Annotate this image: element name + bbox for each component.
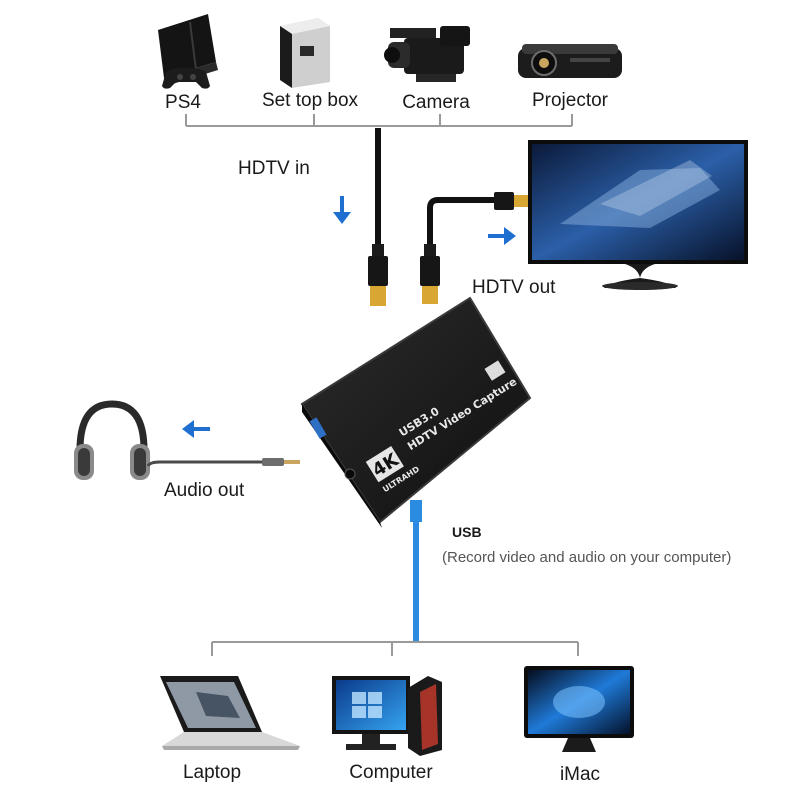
- gamepad-icon: [162, 68, 210, 89]
- hdtv-out-arrow-icon: [488, 227, 516, 245]
- capture-device: 4K ULTRAHD USB3.0 HDTV Video Capture: [300, 296, 532, 528]
- monitor-icon: [528, 140, 748, 290]
- camera-label: Camera: [402, 92, 470, 113]
- imac-label: iMac: [560, 764, 600, 785]
- set-top-box-icon: [280, 18, 330, 88]
- ps4-label: PS4: [165, 92, 201, 113]
- laptop-icon: [160, 676, 300, 750]
- target-bracket-line: [211, 641, 579, 656]
- video-camera-icon: [384, 26, 470, 82]
- imac-icon: [524, 666, 634, 752]
- usb-label: USB: [452, 524, 482, 540]
- projector-icon: [518, 44, 622, 78]
- hdmi-input-cable: [368, 128, 388, 306]
- hdtv-in-arrow-icon: [333, 196, 351, 224]
- headphones-icon: [74, 400, 150, 480]
- set-top-box-label: Set top box: [262, 90, 359, 111]
- usb-note-label: (Record video and audio on your computer…: [442, 549, 731, 566]
- hdmi-output-cable: [420, 192, 528, 304]
- projector-label: Projector: [532, 90, 609, 111]
- audio-out-label: Audio out: [164, 480, 245, 501]
- laptop-label: Laptop: [183, 762, 241, 783]
- hdtv-in-label: HDTV in: [238, 158, 310, 179]
- audio-out-arrow-icon: [182, 420, 210, 438]
- usb-cable: [410, 500, 422, 642]
- computer-label: Computer: [349, 762, 433, 783]
- source-bracket-line: [185, 114, 573, 127]
- audio-cable: [146, 458, 300, 467]
- desktop-computer-icon: [332, 676, 442, 756]
- hdtv-out-label: HDTV out: [472, 277, 556, 298]
